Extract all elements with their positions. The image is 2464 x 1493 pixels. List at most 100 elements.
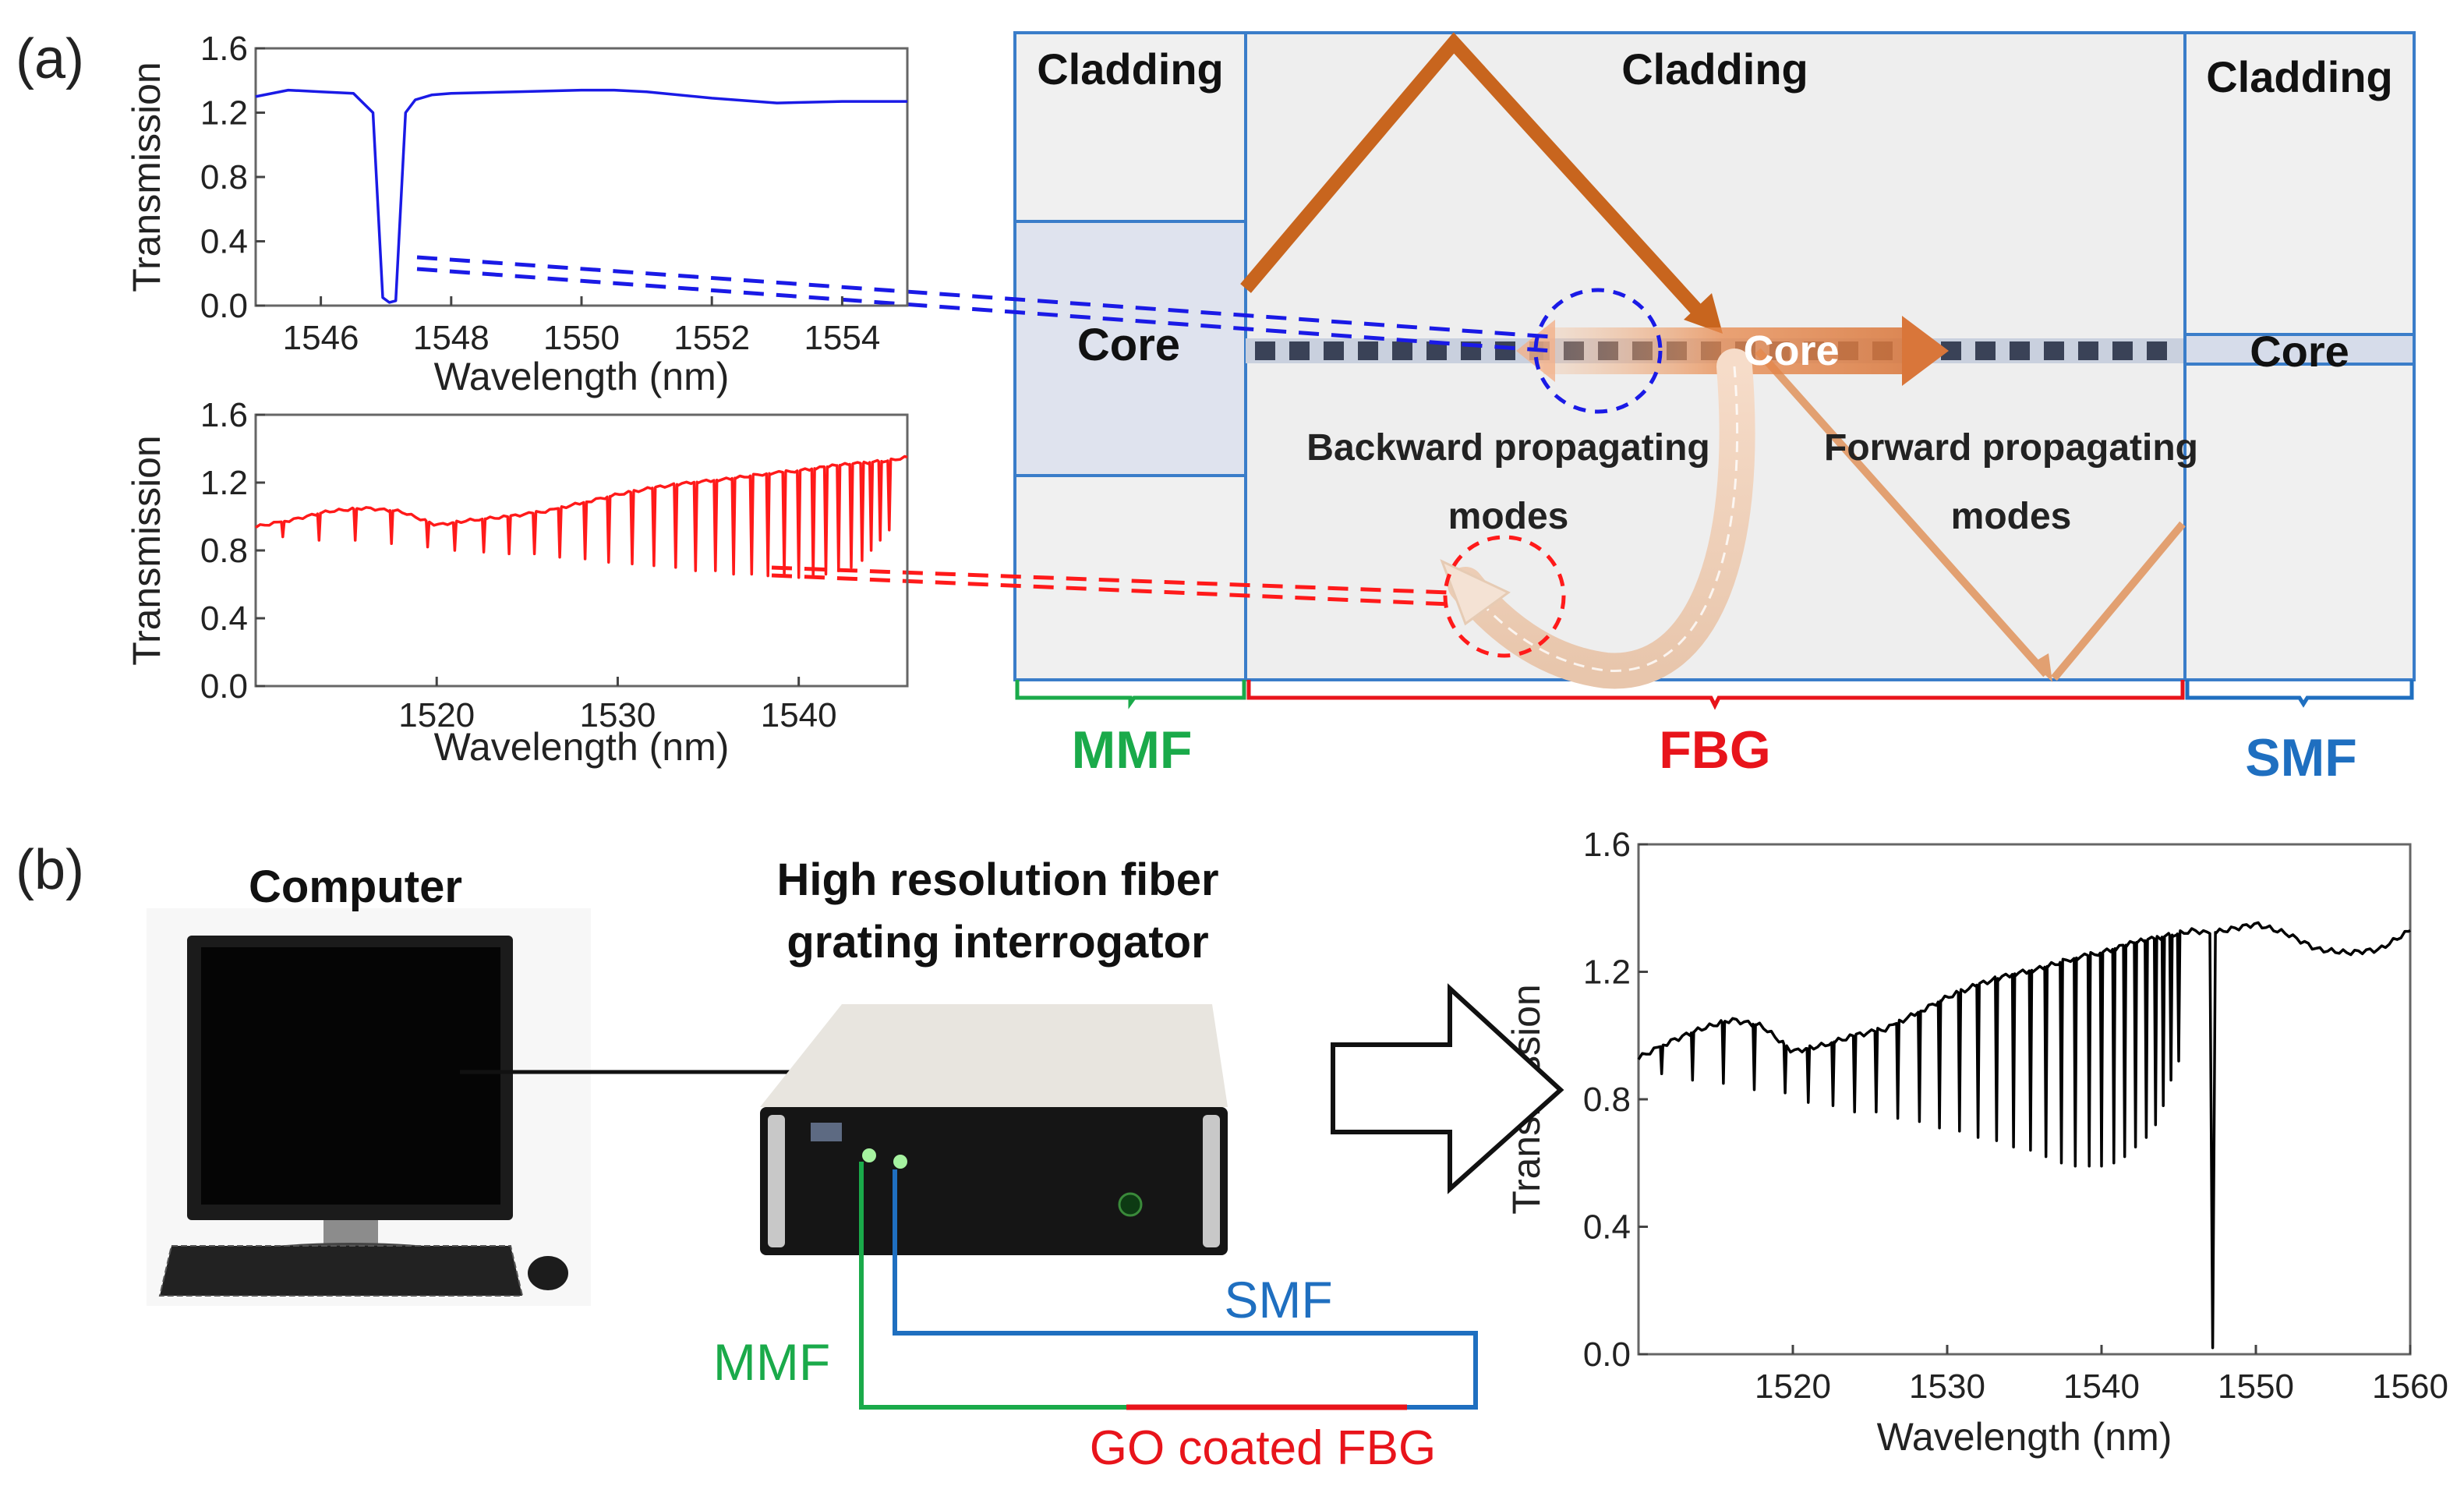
y-tick-label: 0.8: [200, 158, 248, 196]
x-tick-label: 1550: [543, 319, 620, 357]
interrogator-handle-left: [768, 1115, 785, 1247]
forward-label-line1: Forward propagating: [1824, 427, 2198, 469]
backward-curl-texture: [1464, 366, 1739, 672]
red-connector-1: [771, 565, 1451, 595]
plot-frame: [1637, 843, 2412, 1356]
grating-mark: [1358, 341, 1378, 360]
grating-mark: [2078, 341, 2098, 360]
smf-brace: [2185, 680, 2414, 708]
flow-arrow: [1331, 983, 1564, 1194]
mmf-core: [1013, 220, 1247, 477]
interrogator-top: [760, 1004, 1228, 1107]
y-tick-label: 1.2: [1583, 953, 1631, 992]
forward-ray-2: [2051, 521, 2186, 681]
forward-ray-1: [1755, 348, 2049, 678]
x-tick-label: 1530: [579, 696, 656, 734]
series-line: [255, 455, 908, 579]
y-tick-label: 0.4: [1583, 1208, 1631, 1247]
power-button: [1118, 1192, 1143, 1217]
x-tick-label: 1540: [2063, 1367, 2140, 1406]
keyboard: [160, 1246, 522, 1296]
blue-dashed-circle: [1533, 288, 1663, 414]
forward-ray-arrowhead: [2033, 653, 2052, 682]
computer-label: Computer: [249, 861, 462, 912]
fbg-label: FBG: [1659, 720, 1771, 780]
fbg-brace: [1246, 680, 2185, 710]
x-tick-label: 1540: [761, 696, 837, 734]
grating-mark: [1392, 341, 1412, 360]
smf-label: SMF: [2245, 728, 2357, 787]
mmf-fiber-line: [859, 1162, 1126, 1410]
cladding-right-label: Cladding: [2206, 52, 2393, 101]
series-line: [255, 88, 907, 304]
brand-logo: [811, 1123, 842, 1141]
grating-mark: [1255, 341, 1275, 360]
cladding-left-label: Cladding: [1037, 44, 1224, 94]
y-tick-label: 0.0: [200, 287, 248, 325]
grating-mark: [1975, 341, 1996, 360]
grating-mark: [1495, 341, 1515, 360]
mouse: [528, 1256, 568, 1290]
backward-label-line1: Backward propagating: [1306, 427, 1709, 469]
y-tick-label: 0.8: [1583, 1081, 1631, 1119]
grating-mark: [2044, 341, 2064, 360]
x-axis-label: Wavelength (nm): [434, 725, 730, 769]
red-connector-2: [771, 573, 1451, 607]
interrogator-illustration: High resolution fiber grating interrogat…: [760, 854, 1228, 1255]
y-tick-label: 1.2: [200, 94, 248, 133]
plot-frame: [254, 413, 909, 688]
x-tick-label: 1548: [413, 319, 490, 357]
x-axis-label: Wavelength (nm): [1877, 1415, 2172, 1459]
port-led-2: [893, 1155, 907, 1169]
grating-mark: [2147, 341, 2167, 360]
setup-fbg-label: GO coated FBG: [1090, 1421, 1437, 1475]
panel-a-label: (a): [16, 28, 84, 90]
backward-curl-arrowhead: [1440, 559, 1511, 626]
cladding-mid-label: Cladding: [1621, 44, 1808, 94]
computer-illustration: Computer: [147, 861, 591, 1306]
mmf-brace: [1015, 680, 1246, 709]
core-mode-arrowhead: [1902, 316, 1949, 386]
red-dashed-circle: [1443, 535, 1566, 658]
blue-connector-2: [416, 267, 1552, 353]
grating-mark: [1289, 341, 1310, 360]
x-tick-label: 1560: [2372, 1367, 2448, 1406]
setup-mmf-label: MMF: [713, 1333, 830, 1391]
x-tick-label: 1520: [398, 696, 475, 734]
y-tick-label: 0.4: [200, 223, 248, 261]
fiber-diagram: Cladding Cladding Cladding Core Core Cor…: [1013, 31, 2416, 787]
x-tick-label: 1546: [283, 319, 359, 357]
grating-mark: [2010, 341, 2030, 360]
core-right-label: Core: [2250, 327, 2349, 376]
interrogator-label-line2: grating interrogator: [787, 917, 1208, 968]
port-led-1: [862, 1148, 876, 1162]
mmf-label: MMF: [1072, 720, 1193, 780]
core-mid-label: Core: [1743, 327, 1839, 374]
x-tick-label: 1530: [1909, 1367, 1985, 1406]
y-tick-label: 0.0: [200, 667, 248, 706]
interrogator-front: [760, 1107, 1228, 1255]
forward-label-line2: modes: [1951, 496, 2072, 537]
panel-b-label: (b): [16, 839, 84, 901]
monitor-screen: [201, 947, 500, 1205]
grating-mark: [1324, 341, 1344, 360]
interrogator-handle-right: [1203, 1115, 1220, 1247]
incident-ray: [1240, 32, 1713, 327]
incident-ray-arrowhead: [1684, 293, 1723, 334]
y-tick-label: 0.8: [200, 532, 248, 570]
y-axis-label: Transmission: [125, 435, 168, 665]
backward-label-line2: modes: [1448, 496, 1569, 537]
setup-smf-label: SMF: [1224, 1271, 1332, 1328]
interrogator-label-line1: High resolution fiber: [776, 854, 1218, 905]
y-tick-label: 1.6: [200, 396, 248, 434]
x-axis-label: Wavelength (nm): [434, 355, 730, 398]
x-tick-label: 1520: [1755, 1367, 1831, 1406]
x-tick-label: 1550: [2218, 1367, 2294, 1406]
x-tick-label: 1554: [804, 319, 880, 357]
grating-mark: [2112, 341, 2133, 360]
y-tick-label: 1.6: [1583, 826, 1631, 864]
